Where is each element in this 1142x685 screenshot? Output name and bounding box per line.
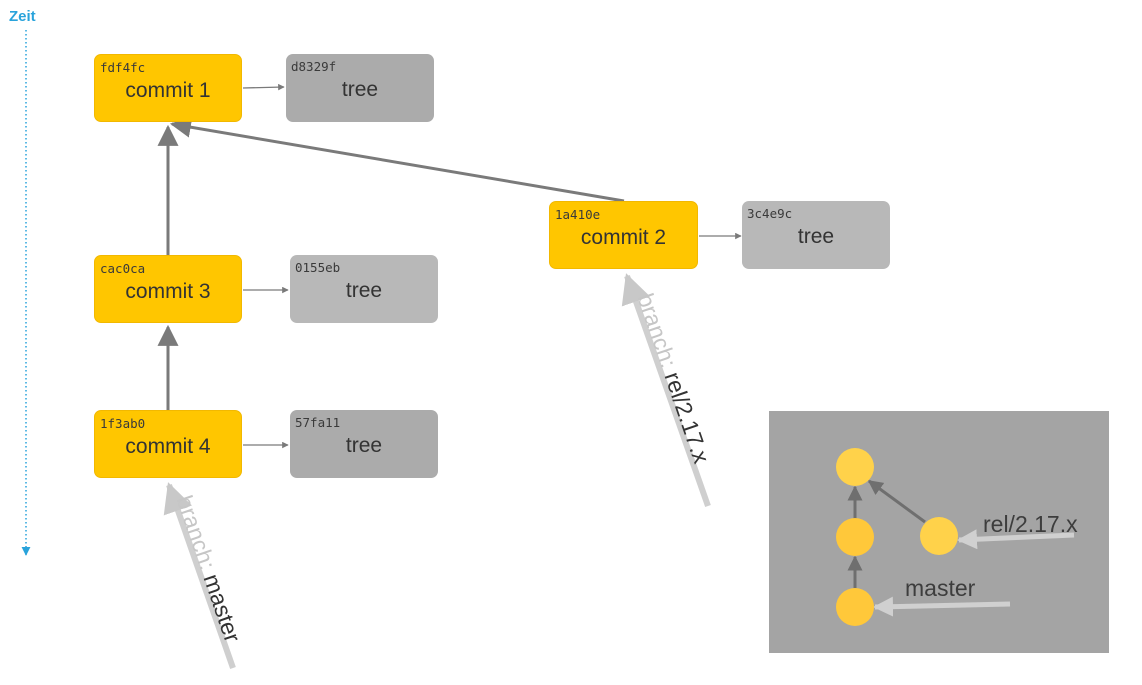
commit-hash: 1a410e bbox=[555, 207, 601, 222]
tree-hash: 0155eb bbox=[295, 260, 341, 275]
mini-commit-release bbox=[920, 517, 958, 555]
mini-master-pointer bbox=[873, 596, 1011, 617]
edge-commit1-to-tree bbox=[242, 83, 285, 91]
tree-hash: 57fa11 bbox=[295, 415, 341, 430]
timeline-label: Zeit bbox=[9, 8, 36, 25]
tree-label: tree bbox=[345, 434, 383, 457]
tree-label: tree bbox=[345, 279, 383, 302]
mini-commit-top bbox=[836, 448, 874, 486]
tree-node-commit4[interactable]: 57fa11 tree bbox=[290, 410, 438, 478]
tree-node-commit3[interactable]: 0155eb tree bbox=[290, 255, 438, 323]
mini-diagram-graphics bbox=[836, 448, 1075, 626]
mini-summary-diagram: rel/2.17.x master bbox=[769, 411, 1109, 653]
mini-master-label: master bbox=[905, 575, 976, 601]
commit-hash: 1f3ab0 bbox=[100, 416, 146, 431]
commit-label: commit 4 bbox=[125, 435, 211, 458]
master-branch-arrow bbox=[163, 482, 236, 669]
mini-commit-middle bbox=[836, 518, 874, 556]
edge-commit2-to-commit1 bbox=[169, 116, 625, 203]
tree-node-commit2[interactable]: 3c4e9c tree bbox=[742, 201, 890, 269]
commit-hash: fdf4fc bbox=[100, 60, 146, 75]
tree-hash: 3c4e9c bbox=[747, 206, 793, 221]
mini-release-label: rel/2.17.x bbox=[983, 511, 1078, 537]
tree-label: tree bbox=[797, 225, 835, 248]
commit-hash: cac0ca bbox=[100, 261, 146, 276]
commit-label: commit 2 bbox=[580, 226, 667, 249]
commit-node-2[interactable]: 1a410e commit 2 bbox=[549, 201, 698, 269]
mini-edge-release-to-top bbox=[867, 479, 926, 524]
tree-hash: d8329f bbox=[291, 59, 337, 74]
commit-node-1[interactable]: fdf4fc commit 1 bbox=[94, 54, 242, 122]
commit-node-3[interactable]: cac0ca commit 3 bbox=[94, 255, 242, 323]
mini-commit-bottom bbox=[836, 588, 874, 626]
mini-release-pointer bbox=[957, 529, 1075, 550]
release-branch-arrow bbox=[621, 273, 711, 507]
tree-label: tree bbox=[341, 78, 379, 101]
commit-label: commit 3 bbox=[125, 280, 211, 303]
tree-node-commit1[interactable]: d8329f tree bbox=[286, 54, 434, 122]
commit-node-4[interactable]: 1f3ab0 commit 4 bbox=[94, 410, 242, 478]
commit-label: commit 1 bbox=[125, 79, 211, 102]
